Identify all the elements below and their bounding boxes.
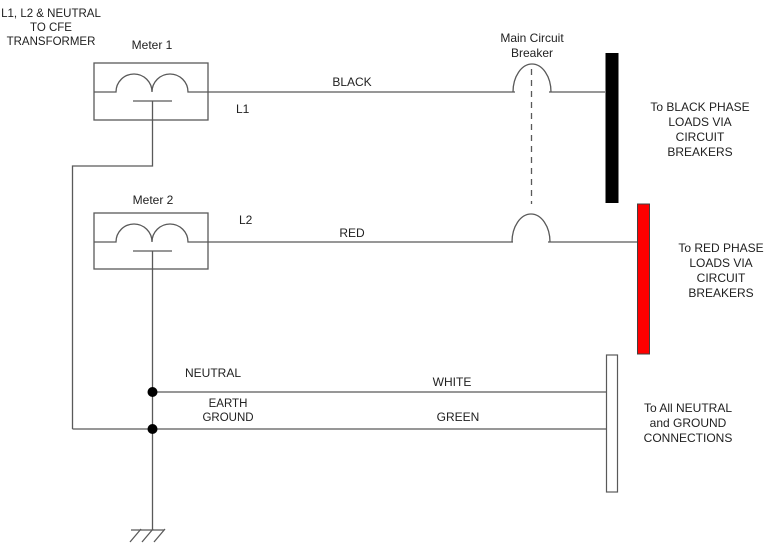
red-wire-label: RED — [339, 226, 365, 240]
ground-junction-dot — [147, 424, 158, 434]
red-phase-bus-bar — [637, 203, 650, 355]
meter2-box — [93, 212, 209, 270]
l2-label: L2 — [239, 213, 253, 227]
ground-hatch-2 — [141, 528, 154, 543]
ground-hatch-1 — [129, 528, 142, 543]
meter1-symbol — [93, 62, 209, 121]
breaker-pole1-icon — [512, 63, 552, 93]
meter2-coil-icon — [94, 223, 208, 243]
l1-label: L1 — [236, 102, 250, 116]
white-wire-label: WHITE — [432, 375, 472, 389]
neutral-label: NEUTRAL — [184, 366, 242, 380]
meter1-coil-icon — [94, 73, 208, 93]
earth-ground-label: EARTH GROUND — [202, 398, 254, 424]
earth-ground-icon — [129, 528, 166, 543]
black-phase-bus-bar — [605, 53, 619, 203]
neutral-junction-dot — [147, 387, 158, 397]
meter1-label: Meter 1 — [131, 38, 173, 52]
neutral-ground-wiring — [71, 101, 607, 530]
neutral-ground-bus-bar — [605, 354, 619, 493]
black-wire-label: BLACK — [332, 75, 372, 89]
source-transformer-label: L1, L2 & NEUTRAL TO CFE TRANSFORMER — [1, 8, 101, 48]
meter2-symbol — [93, 212, 209, 270]
to-red-phase-loads-label: To RED PHASE LOADS VIA CIRCUIT BREAKERS — [678, 241, 764, 300]
meter1-neutral-drop — [71, 101, 154, 429]
breaker-pole2-icon — [511, 213, 551, 243]
ground-hatch-3 — [153, 528, 166, 543]
green-wire-label: GREEN — [436, 410, 480, 424]
meter2-label: Meter 2 — [132, 193, 174, 207]
main-breaker-label: Main Circuit Breaker — [500, 31, 564, 60]
black-phase-wire — [208, 63, 605, 93]
to-black-phase-loads-label: To BLACK PHASE LOADS VIA CIRCUIT BREAKER… — [650, 100, 750, 159]
red-phase-wire — [208, 213, 637, 243]
to-neutral-ground-connections-label: To All NEUTRAL and GROUND CONNECTIONS — [643, 401, 733, 445]
